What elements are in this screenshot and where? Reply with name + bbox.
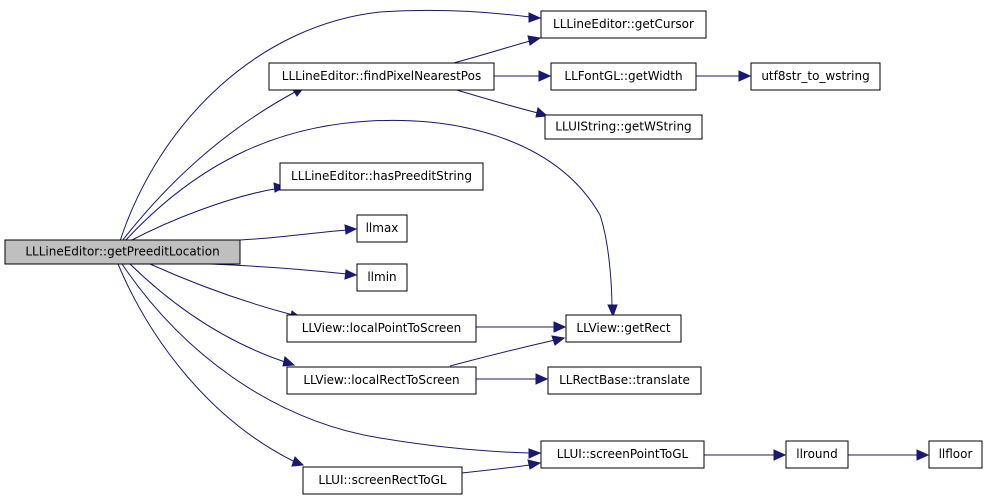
node-label-getWidth: LLFontGL::getWidth [564, 69, 682, 83]
node-label-llfloor: llfloor [939, 447, 973, 461]
arrow-llfloor [916, 449, 930, 461]
arrow-localRectToScreen [282, 356, 296, 367]
node-llfloor[interactable]: llfloor [928, 440, 983, 469]
arrow-llmax [344, 224, 358, 235]
node-screenRectToGL[interactable]: LLUI::screenRectToGL [302, 466, 463, 495]
node-localPointToScreen[interactable]: LLView::localPointToScreen [286, 314, 477, 343]
node-label-localPointToScreen: LLView::localPointToScreen [302, 321, 462, 335]
node-llmax[interactable]: llmax [356, 214, 408, 243]
arrow-screenPointToGL-from-root [528, 448, 542, 459]
node-findPixelNearestPos[interactable]: LLLineEditor::findPixelNearestPos [268, 62, 495, 91]
edge-screenRectToGL-screenPointToGL [461, 464, 531, 474]
arrow-translate [535, 373, 549, 385]
nodes-layer: LLLineEditor::getPreeditLocation LLLineE… [4, 10, 983, 495]
node-label-translate: LLRectBase::translate [559, 373, 690, 387]
edge-root-getRect [124, 119, 613, 311]
edge-root-llmin [209, 263, 348, 275]
node-label-findPixelNearestPos: LLLineEditor::findPixelNearestPos [282, 69, 481, 83]
arrow-getRect-from-root [607, 304, 618, 318]
node-screenPointToGL[interactable]: LLUI::screenPointToGL [540, 440, 705, 469]
edge-root-findPixelNearestPos [121, 91, 296, 242]
arrow-getRect-from-rect [551, 335, 566, 346]
arrow-screenRectToGL [291, 456, 305, 467]
node-llmin[interactable]: llmin [356, 263, 408, 292]
edge-findPixelNearestPos-getWString [449, 87, 539, 114]
arrow-getCursor-from-root [528, 12, 542, 23]
node-label-getCursor: LLLineEditor::getCursor [553, 17, 694, 31]
arrow-getWidth [538, 70, 552, 82]
edge-root-screenRectToGL [117, 263, 296, 463]
node-label-getWString: LLUIString::getWString [555, 120, 691, 134]
arrow-utf8str [738, 70, 752, 82]
arrow-llmin [344, 269, 358, 280]
node-label-llround: llround [796, 447, 838, 461]
edge-localRectToScreen-getRect [449, 339, 556, 367]
edge-root-localRectToScreen [129, 263, 286, 363]
edge-root-localPointToScreen [149, 263, 294, 316]
node-label-localRectToScreen: LLView::localRectToScreen [303, 373, 459, 387]
node-label-getPreeditLocation: LLLineEditor::getPreeditLocation [25, 245, 219, 259]
node-llround[interactable]: llround [785, 440, 849, 469]
edges-layer [117, 9, 930, 474]
edge-findPixelNearestPos-getCursor [449, 40, 531, 65]
arrow-getCursor-from-find [527, 35, 542, 46]
node-label-hasPreeditString: LLLineEditor::hasPreeditString [291, 169, 472, 183]
node-label-screenPointToGL: LLUI::screenPointToGL [557, 447, 689, 461]
edge-root-screenPointToGL [121, 263, 531, 454]
node-getWidth[interactable]: LLFontGL::getWidth [550, 62, 697, 91]
node-getRect[interactable]: LLView::getRect [565, 314, 682, 343]
edge-root-getCursor [119, 9, 531, 242]
arrow-llround [773, 449, 787, 461]
node-utf8str_to_wstring[interactable]: utf8str_to_wstring [750, 62, 881, 91]
node-getWString[interactable]: LLUIString::getWString [544, 114, 703, 140]
node-label-llmin: llmin [367, 270, 396, 284]
edge-root-llmax [239, 229, 348, 241]
node-label-utf8str_to_wstring: utf8str_to_wstring [761, 69, 869, 83]
edge-root-hasPreeditString [129, 187, 281, 242]
arrow-screenPointToGL-from-rect [527, 459, 542, 470]
arrow-getRect-from-point [553, 321, 567, 333]
node-label-screenRectToGL: LLUI::screenRectToGL [318, 473, 446, 487]
node-translate[interactable]: LLRectBase::translate [547, 366, 702, 395]
node-getCursor[interactable]: LLLineEditor::getCursor [540, 10, 707, 39]
node-label-llmax: llmax [366, 221, 399, 235]
node-getPreeditLocation[interactable]: LLLineEditor::getPreeditLocation [4, 239, 241, 265]
arrow-getWString [535, 107, 549, 118]
node-label-getRect: LLView::getRect [576, 321, 670, 335]
node-hasPreeditString[interactable]: LLLineEditor::hasPreeditString [279, 162, 484, 191]
node-localRectToScreen[interactable]: LLView::localRectToScreen [286, 366, 477, 395]
